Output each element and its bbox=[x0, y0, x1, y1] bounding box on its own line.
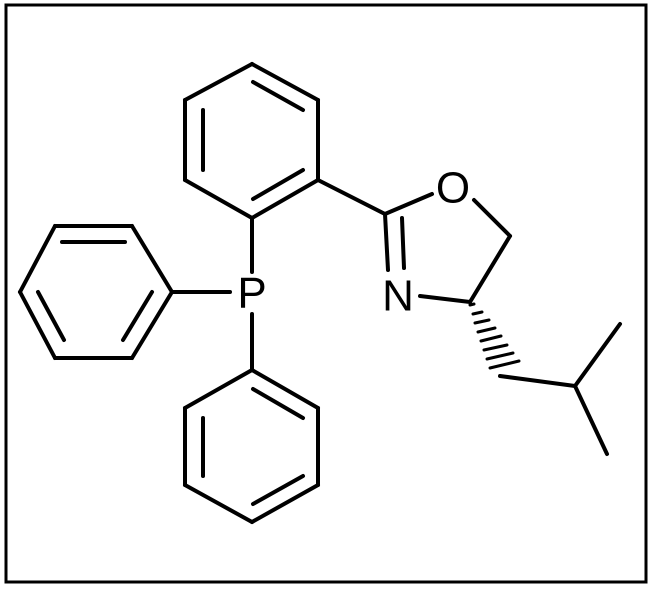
phosphorus-atom: P bbox=[237, 269, 266, 318]
oxygen-label: O bbox=[436, 164, 470, 213]
phosphorus-label: P bbox=[237, 269, 266, 318]
nitrogen-label: N bbox=[382, 272, 414, 321]
isobutyl-chain bbox=[498, 322, 622, 456]
phenylene-ring bbox=[183, 62, 320, 220]
diagram-frame bbox=[4, 3, 648, 584]
phosphorus-bonds bbox=[170, 216, 254, 372]
hashed-wedge-bond bbox=[468, 302, 521, 370]
oxygen-atom: O bbox=[436, 164, 470, 213]
left-phenyl-ring bbox=[18, 224, 174, 360]
nitrogen-atom: N bbox=[382, 272, 414, 321]
oxazoline-ring bbox=[316, 178, 512, 304]
lower-phenyl-ring bbox=[183, 368, 320, 524]
